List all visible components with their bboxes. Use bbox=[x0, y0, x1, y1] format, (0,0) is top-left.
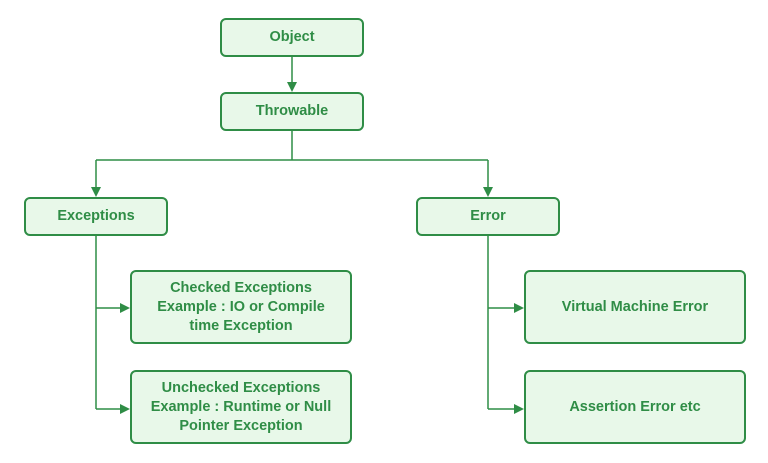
node-unchecked-line-3: Pointer Exception bbox=[179, 417, 303, 434]
node-checked-line-1: Checked Exceptions bbox=[170, 279, 312, 296]
node-virtual-machine-error: Virtual Machine Error bbox=[524, 270, 746, 344]
node-checked-line-3: time Exception bbox=[189, 317, 293, 334]
node-assertion-label: Assertion Error etc bbox=[569, 398, 701, 415]
node-error-label: Error bbox=[470, 208, 506, 224]
node-unchecked-exceptions: Unchecked Exceptions Example : Runtime o… bbox=[130, 370, 352, 444]
node-unchecked-line-1: Unchecked Exceptions bbox=[161, 379, 321, 396]
node-checked-line-2: Example : IO or Compile bbox=[157, 298, 325, 315]
node-throwable: Throwable bbox=[220, 92, 364, 131]
node-vme-label: Virtual Machine Error bbox=[561, 298, 709, 315]
node-throwable-label: Throwable bbox=[255, 103, 329, 119]
node-error: Error bbox=[416, 197, 560, 236]
node-exceptions: Exceptions bbox=[24, 197, 168, 236]
node-object-label: Object bbox=[269, 29, 315, 45]
node-assertion-error: Assertion Error etc bbox=[524, 370, 746, 444]
edge-throwable-split bbox=[96, 131, 488, 161]
node-unchecked-line-2: Example : Runtime or Null bbox=[150, 398, 332, 415]
node-object: Object bbox=[220, 18, 364, 57]
node-exceptions-label: Exceptions bbox=[57, 208, 135, 224]
node-checked-exceptions: Checked Exceptions Example : IO or Compi… bbox=[130, 270, 352, 344]
